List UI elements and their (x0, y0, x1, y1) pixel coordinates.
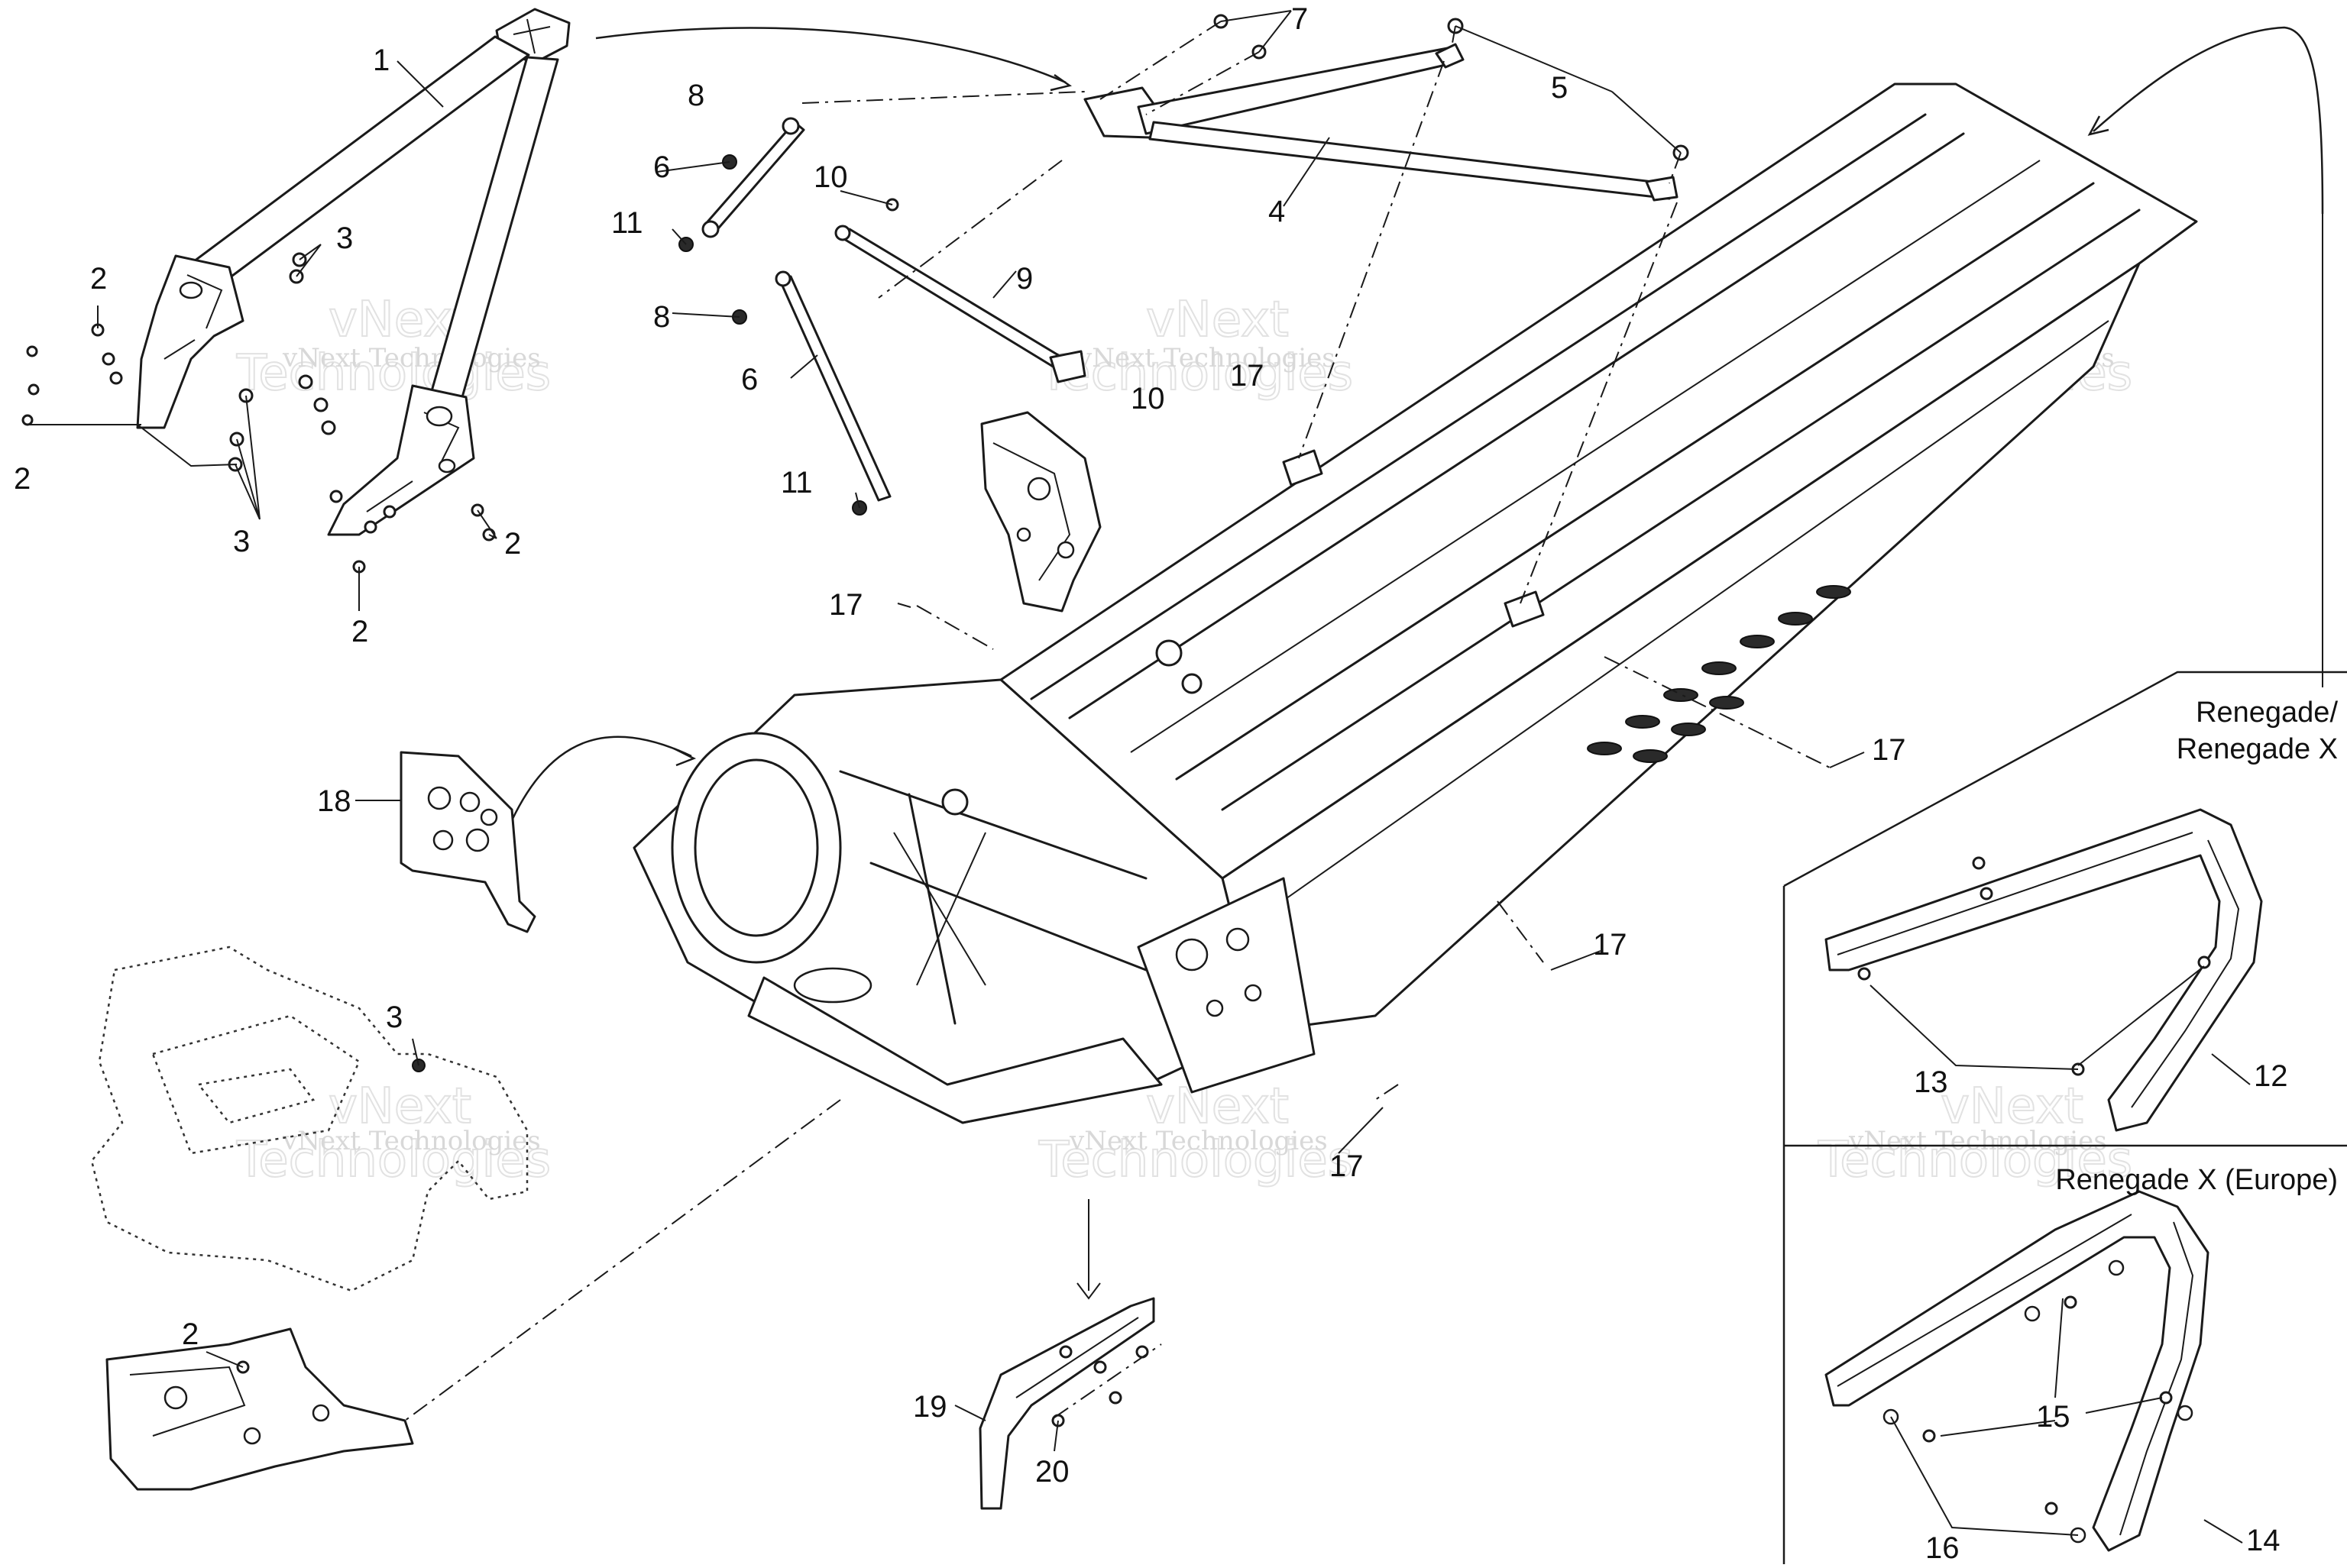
callout-17a: 17 (829, 588, 863, 622)
callout-16: 16 (1925, 1531, 1960, 1564)
watermark-big-5: vNext (1146, 1078, 1289, 1135)
part-19-skid (954, 1297, 1162, 1510)
variant-boxes (1782, 671, 2347, 1564)
callout-2d: 2 (504, 527, 521, 561)
watermark-big-4: vNext (329, 1078, 471, 1135)
callout-8b: 8 (653, 300, 670, 334)
watermark-small-4: vNext Technologies (282, 1126, 541, 1156)
model-labels: Renegade/ Renegade X Renegade X (Europe) (2055, 697, 2338, 1196)
callout-10b: 10 (1131, 382, 1165, 415)
watermark-big-2: vNext (1146, 292, 1289, 348)
callout-6b: 6 (741, 363, 758, 396)
callout-8a: 8 (688, 79, 704, 112)
callout-10a: 10 (814, 160, 848, 194)
watermark-small-5: vNext Technologies (1069, 1126, 1328, 1156)
callout-17c: 17 (1872, 733, 1906, 767)
callout-3c: 3 (386, 1001, 403, 1034)
callout-7: 7 (1291, 2, 1308, 36)
watermark-small-6: vNext Technologies (1848, 1126, 2107, 1156)
part-4-upper-bar (1083, 10, 1689, 207)
main-tunnel-chassis (633, 82, 2198, 1124)
callout-17b: 17 (1230, 359, 1264, 393)
callout-17e: 17 (1329, 1149, 1364, 1183)
assembly-arrows (507, 26, 2324, 1300)
model-label-renegade: Renegade/ (2196, 697, 2338, 729)
watermark-big-4b: Technologies (236, 1132, 551, 1188)
model-label-renegade-x: Renegade X (2177, 733, 2338, 765)
callout-11b: 11 (781, 466, 813, 499)
part-6-9-links (656, 91, 1086, 516)
callout-9: 9 (1016, 262, 1033, 296)
callout-2a: 2 (90, 262, 107, 296)
watermark-big-1b: Technologies (236, 345, 551, 402)
ghost-bumper-outline (90, 946, 529, 1292)
watermark-big-5b: Technologies (1038, 1132, 1353, 1188)
callout-2b: 2 (14, 462, 31, 496)
callout-1: 1 (373, 44, 390, 77)
callout-3b: 3 (233, 525, 250, 558)
callout-2c: 2 (351, 615, 368, 648)
centerlines-tunnel (404, 60, 1865, 1421)
callout-5: 5 (1551, 71, 1568, 105)
part-14-bumper (1824, 1190, 2243, 1552)
steering-column-bracket (980, 411, 1102, 613)
callout-18: 18 (317, 784, 351, 818)
callout-labels: 1 2 2 2 2 2 3 3 3 4 5 6 6 7 8 8 9 10 10 … (14, 2, 2288, 1565)
callout-14: 14 (2246, 1524, 2281, 1557)
watermark-big-2b: Technologies (1038, 345, 1353, 402)
part-12-bumper (1824, 808, 2263, 1132)
watermark-big-6b: Technologies (1818, 1132, 2132, 1188)
part-1-steering-support-frame (136, 8, 571, 536)
watermark-small-1: vNext Technologies (282, 343, 541, 373)
tunnel-slots (1587, 585, 1851, 763)
callout-11a: 11 (611, 206, 643, 240)
callout-17d: 17 (1593, 928, 1627, 962)
callout-6a: 6 (653, 150, 670, 184)
callout-13: 13 (1914, 1065, 1948, 1099)
watermark-small-2: vNext Technologies (1076, 343, 1335, 373)
callout-15: 15 (2036, 1400, 2070, 1434)
model-label-renegade-x-europe: Renegade X (Europe) (2055, 1164, 2338, 1196)
callout-12: 12 (2254, 1059, 2288, 1093)
callout-3a: 3 (336, 221, 353, 255)
watermark-big-6: vNext (1941, 1078, 2083, 1135)
callout-19: 19 (913, 1390, 947, 1424)
front-lower-bracket (105, 1327, 414, 1491)
leaders-part-1 (28, 60, 497, 611)
callout-2e: 2 (182, 1317, 199, 1351)
callout-4: 4 (1268, 195, 1285, 228)
callout-20: 20 (1035, 1455, 1070, 1489)
part-18-plate (355, 751, 536, 933)
